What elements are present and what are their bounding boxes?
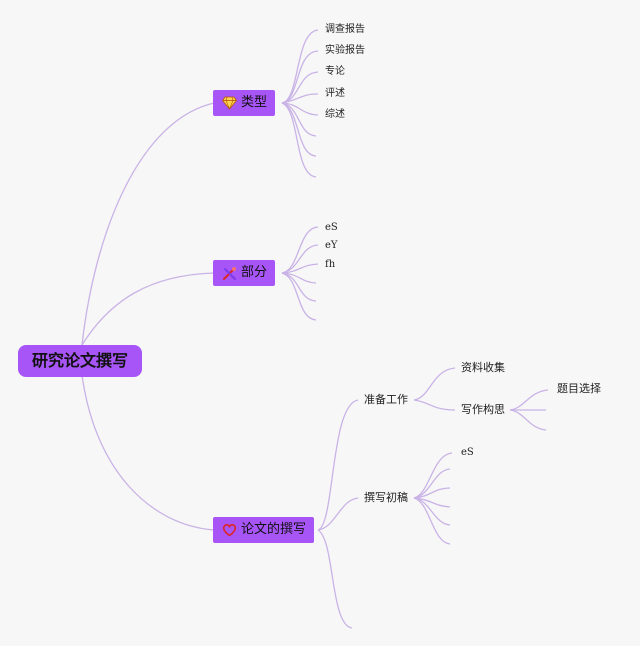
parts-leaf-2[interactable]: eY (325, 240, 338, 251)
connector-writing-draft (317, 497, 359, 531)
types-leaf-4[interactable]: 评述 (325, 88, 345, 99)
connector-writing-prep (317, 399, 359, 531)
topic-selection-node[interactable]: 题目选择 (557, 382, 601, 395)
connector-types-3 (281, 71, 319, 104)
materials-node[interactable]: 资料收集 (461, 361, 505, 374)
concept-node[interactable]: 写作构思 (461, 403, 505, 416)
root-node[interactable]: 研究论文撰写 (18, 345, 142, 377)
types-leaf-3[interactable]: 专论 (325, 66, 345, 77)
connector-parts-6 (281, 272, 317, 321)
diamond-icon (221, 95, 237, 111)
types-leaf-5[interactable]: 综述 (325, 109, 345, 120)
types-leaf-2[interactable]: 实验报告 (325, 45, 365, 56)
connector-root-types (81, 102, 215, 346)
connector-types-5 (281, 102, 319, 116)
connector-draft-6 (413, 497, 451, 545)
branch-types-label: 类型 (241, 95, 268, 110)
branch-types[interactable]: 类型 (213, 90, 276, 116)
connector-parts-1 (281, 226, 319, 274)
connector-types-4 (281, 93, 319, 104)
prep-node[interactable]: 准备工作 (364, 393, 408, 406)
connector-prep-materials (413, 367, 456, 401)
types-leaf-1[interactable]: 调查报告 (325, 24, 365, 35)
heart-icon (221, 522, 237, 538)
connector-root-parts (81, 272, 215, 346)
parts-leaf-1[interactable]: eS (325, 222, 338, 233)
branch-writing[interactable]: 论文的撰写 (213, 517, 315, 543)
connector-writing-extra (317, 529, 353, 629)
connector-draft-3 (413, 487, 451, 499)
branch-parts[interactable]: 部分 (213, 260, 276, 286)
connector-draft-2 (413, 468, 451, 499)
draft-node[interactable]: 撰写初稿 (364, 491, 408, 504)
branch-writing-label: 论文的撰写 (241, 522, 307, 537)
connector-types-1 (281, 29, 319, 104)
connector-parts-3 (281, 263, 319, 274)
connector-concept-3 (509, 409, 547, 431)
connector-types-7 (281, 102, 317, 157)
connector-draft-1 (413, 452, 453, 499)
connector-concept-1 (509, 389, 549, 411)
connector-types-8 (281, 102, 317, 178)
tools-icon (221, 265, 237, 281)
connector-root-writing (81, 374, 215, 531)
connector-prep-concept (413, 399, 456, 411)
draft-leaf-1[interactable]: eS (461, 447, 474, 458)
parts-leaf-3[interactable]: fh (325, 259, 336, 270)
connector-parts-2 (281, 244, 319, 274)
branch-parts-label: 部分 (241, 265, 268, 280)
